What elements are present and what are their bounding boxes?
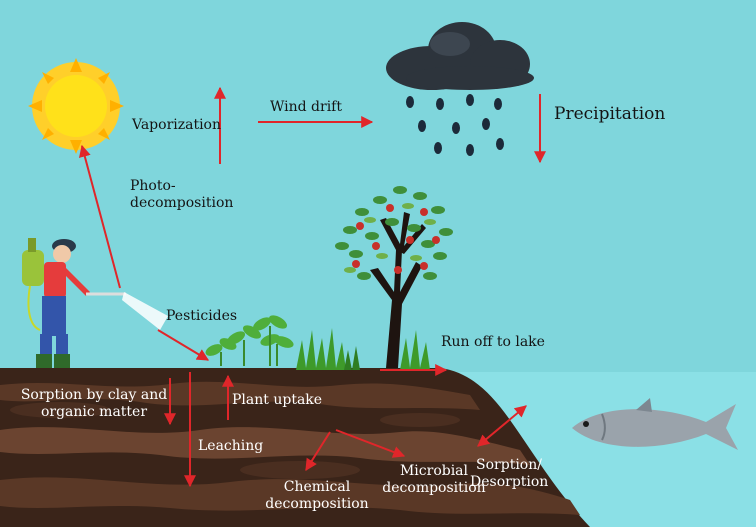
photodecomposition-label: Photo- decomposition	[130, 178, 233, 212]
wind-drift-label: Wind drift	[270, 99, 342, 115]
chemical-decomposition-arrow	[305, 431, 331, 472]
sorption-desorption-arrow	[477, 405, 527, 447]
raindrops	[406, 94, 504, 156]
microbial-decomposition-label: Microbial decomposition	[378, 463, 490, 497]
fish-icon	[572, 398, 738, 450]
microbial-decomposition-arrow	[335, 429, 406, 458]
farmer-spraying-icon	[22, 238, 168, 368]
grass-clumps	[296, 328, 430, 370]
rain-cloud-icon	[386, 22, 534, 90]
photodecomposition-line1: Photo-	[130, 178, 176, 194]
sorption-clay-line2: organic matter	[40, 404, 148, 420]
seedlings	[205, 315, 294, 366]
pesticides-arrow	[157, 329, 210, 361]
chemical-decomposition-label: Chemical decomposition	[262, 479, 372, 513]
microbial-decomposition-line2: decomposition	[382, 480, 486, 496]
sorption-clay-label: Sorption by clay and organic matter	[6, 387, 182, 421]
sun-icon	[28, 58, 124, 154]
pesticides-label: Pesticides	[166, 308, 238, 324]
chemical-decomposition-line1: Chemical	[283, 479, 351, 495]
apple-tree-icon	[335, 186, 453, 368]
sorption-desorption-line1: Sorption/	[476, 457, 542, 473]
process-arrows	[78, 86, 546, 488]
leaching-label: Leaching	[198, 438, 264, 454]
chemical-decomposition-line2: decomposition	[265, 496, 369, 512]
sorption-desorption-line2: Desorption	[470, 474, 549, 490]
precipitation-label: Precipitation	[554, 104, 666, 124]
plant-uptake-label: Plant uptake	[232, 392, 323, 408]
photodecomposition-arrow	[78, 144, 121, 289]
vaporization-label: Vaporization	[132, 117, 222, 133]
microbial-decomposition-line1: Microbial	[399, 463, 469, 479]
photodecomposition-line2: decomposition	[130, 195, 234, 211]
run-off-label: Run off to lake	[441, 334, 545, 350]
sorption-desorption-label: Sorption/ Desorption	[470, 457, 548, 491]
sorption-clay-line1: Sorption by clay and	[20, 387, 168, 403]
